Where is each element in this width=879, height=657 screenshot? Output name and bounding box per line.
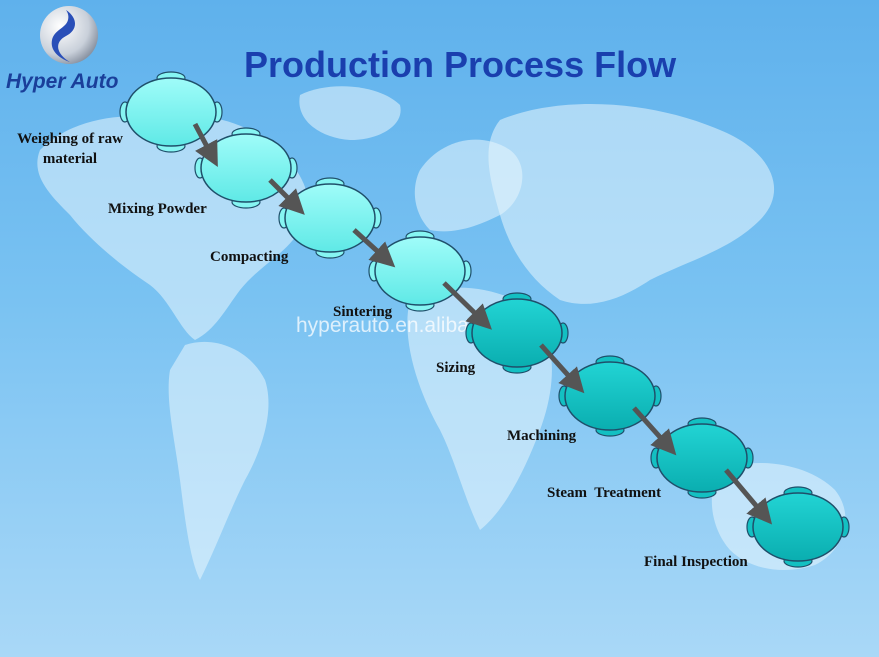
step-label-sizing: Sizing: [436, 360, 476, 376]
step-node-mixing: [194, 127, 298, 209]
logo-globe-icon: [40, 6, 98, 64]
flow-arrow: [632, 406, 677, 456]
flow-arrow: [268, 178, 305, 215]
step-label-mixing: Mixing Powder: [108, 201, 207, 217]
flow-arrow: [442, 281, 492, 330]
asia-shape: [488, 103, 775, 304]
step-node-compacting: [278, 177, 382, 259]
flow-arrow: [724, 468, 773, 525]
flow-arrow: [352, 228, 396, 268]
step-label-machining: Machining: [507, 428, 577, 444]
step-node-weighing: [119, 71, 223, 153]
flow-arrow: [539, 343, 585, 394]
step-node-sintering: [368, 230, 472, 312]
step-label-final-inspection: Final Inspection: [644, 554, 748, 570]
logo: Hyper Auto: [4, 4, 144, 96]
step-label-steam-treatment: Steam Treatment: [547, 485, 662, 501]
step-label-sintering: Sintering: [333, 304, 393, 320]
page-title: Production Process Flow: [244, 44, 677, 85]
step-node-steam-treatment: [650, 417, 754, 499]
step-label-compacting: Compacting: [210, 249, 289, 265]
greenland-shape: [299, 86, 401, 140]
step-label-weighing: Weighing of raw material: [17, 131, 123, 167]
south-america-shape: [168, 341, 269, 580]
step-node-final-inspection: [746, 486, 850, 568]
step-node-sizing: [465, 292, 569, 374]
flow-arrow: [192, 122, 218, 168]
logo-text: Hyper Auto: [6, 70, 119, 93]
